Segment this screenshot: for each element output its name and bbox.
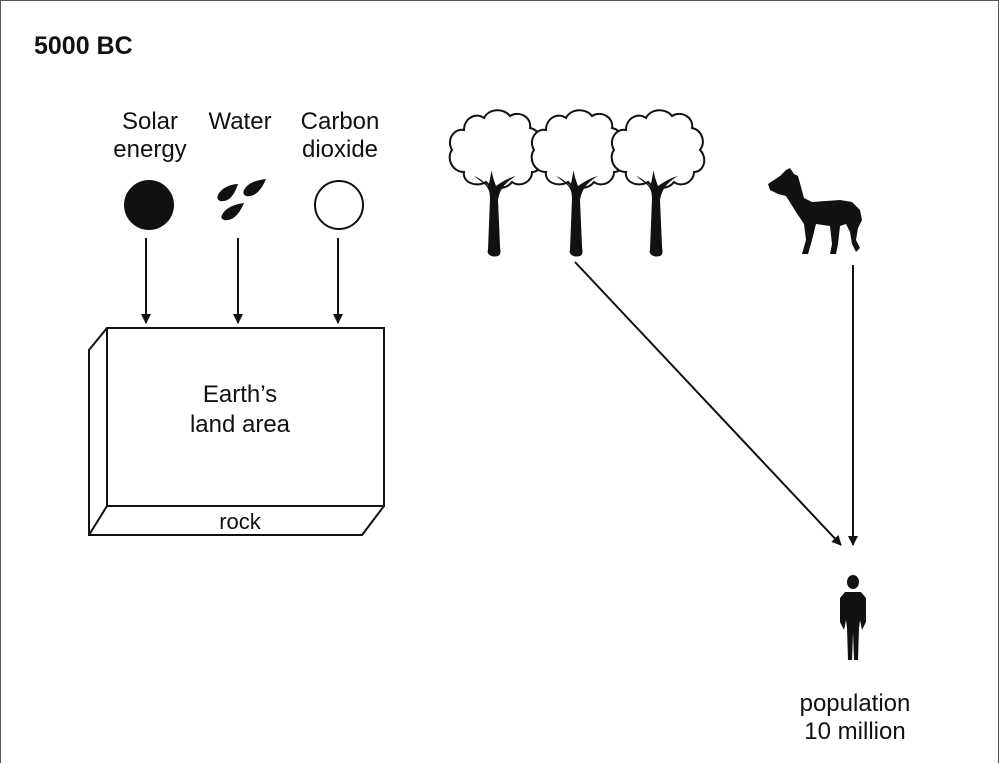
sun-icon (124, 180, 174, 230)
trees-to-population-arrow (575, 262, 841, 545)
trees-icon (450, 110, 705, 256)
water-drops-icon (217, 179, 266, 220)
carbon-dioxide-icon (315, 181, 363, 229)
human-figure-icon (840, 575, 866, 660)
land-area-block (89, 328, 384, 535)
deer-icon (768, 168, 862, 254)
